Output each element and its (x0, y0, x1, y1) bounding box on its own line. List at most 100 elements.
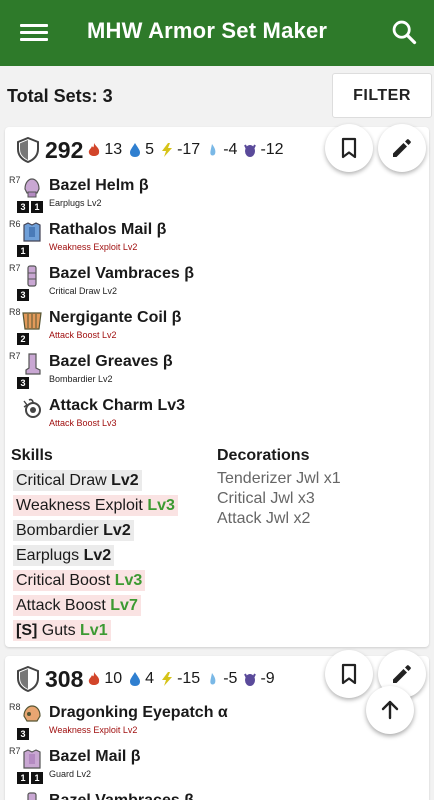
thunder-resistance: -15 (159, 670, 200, 688)
decoration-slots: 3 (17, 377, 31, 389)
slot-badge: 1 (31, 772, 43, 784)
piece-name: Rathalos Mail β (49, 221, 167, 238)
piece-name: Bazel Vambraces β (49, 265, 194, 282)
armor-piece-row[interactable]: Attack Charm Lv3 Attack Boost Lv3 (5, 395, 425, 439)
piece-name: Nergigante Coil β (49, 309, 182, 326)
skill-entry: Critical Draw Lv2 (13, 470, 142, 491)
slot-badge: 3 (17, 728, 29, 740)
armor-piece-row[interactable]: Bazel Vambraces β (5, 790, 425, 800)
decoration-slots: 3 (17, 289, 31, 301)
water-resistance-value: 5 (145, 141, 155, 158)
decoration-entry: Tenderizer Jwl x1 (217, 470, 341, 487)
filter-button[interactable]: FILTER (332, 73, 432, 118)
armor-set-card: 308 10 4 -15 -5 -9 R8 3 Dragonking Eyepa… (5, 650, 429, 800)
chest-icon (23, 749, 41, 769)
rarity-label: R7 (9, 175, 21, 185)
piece-name: Dragonking Eyepatch α (49, 704, 228, 721)
skill-level: Lv3 (147, 497, 175, 514)
skill-level: Lv1 (80, 622, 108, 639)
bookmark-icon (341, 137, 357, 159)
piece-skill: Attack Boost Lv3 (49, 418, 117, 428)
fire-resistance-value: 13 (104, 141, 123, 158)
water-resistance: 4 (127, 670, 154, 688)
search-icon[interactable] (390, 18, 418, 46)
dragon-resistance-value: -12 (260, 141, 284, 158)
decoration-entry: Critical Jwl x3 (217, 490, 315, 507)
bookmark-button[interactable] (325, 650, 373, 698)
piece-skill: Critical Draw Lv2 (49, 286, 118, 296)
skill-level: Lv2 (111, 472, 139, 489)
skill-entry: [S] Guts Lv1 (13, 620, 111, 641)
skills-heading: Skills (11, 447, 53, 464)
slot-badge: 2 (17, 333, 29, 345)
pencil-icon (393, 139, 411, 157)
water-resistance: 5 (127, 141, 154, 159)
decoration-entry: Attack Jwl x2 (217, 510, 311, 527)
skill-level: Lv7 (110, 597, 138, 614)
piece-name: Bazel Greaves β (49, 353, 173, 370)
arms-icon (27, 792, 37, 800)
thunder-resistance-value: -17 (177, 141, 201, 158)
slot-badge: 3 (17, 289, 29, 301)
arrow-up-icon (381, 700, 399, 720)
thunder-resistance-value: -15 (177, 670, 201, 687)
defense-value: 292 (45, 136, 84, 163)
ice-resistance: -5 (205, 670, 237, 688)
rarity-label: R7 (9, 263, 21, 273)
skill-name: Earplugs (16, 547, 80, 564)
fire-resistance: 10 (86, 670, 122, 688)
fire-resistance-value: 10 (104, 670, 123, 687)
piece-name: Bazel Helm β (49, 177, 149, 194)
slot-badge: 1 (17, 245, 29, 257)
piece-skill: Guard Lv2 (49, 769, 92, 779)
charm-icon (23, 398, 41, 418)
piece-name: Attack Charm Lv3 (49, 397, 186, 414)
armor-piece-row[interactable]: R8 3 Dragonking Eyepatch α Weakness Expl… (5, 702, 425, 746)
fire-icon (89, 672, 100, 685)
thunder-icon (162, 672, 173, 686)
edit-button[interactable] (378, 124, 426, 172)
decoration-slots: 3 (17, 728, 31, 740)
legs-icon (25, 353, 41, 375)
defense-value: 308 (45, 665, 84, 692)
ice-icon (210, 673, 216, 685)
skill-entry: Critical Boost Lv3 (13, 570, 146, 591)
piece-name: Bazel Vambraces β (49, 792, 194, 800)
skill-level: Lv2 (83, 547, 112, 564)
app-title: MHW Armor Set Maker (87, 18, 328, 43)
ice-resistance-value: -5 (223, 670, 238, 687)
fire-resistance: 13 (86, 141, 122, 159)
slot-badge: 3 (17, 201, 29, 213)
water-icon (130, 672, 141, 686)
bookmark-button[interactable] (325, 124, 373, 172)
ice-resistance-value: -4 (223, 141, 238, 158)
defense-shield-icon (17, 666, 39, 692)
menu-icon[interactable] (18, 20, 50, 46)
piece-skill: Weakness Exploit Lv2 (49, 725, 138, 735)
scroll-to-top-button[interactable] (366, 686, 414, 734)
piece-skill: Earplugs Lv2 (49, 198, 102, 208)
dragon-icon (244, 144, 257, 157)
armor-piece-row[interactable]: R8 2 Nergigante Coil β Attack Boost Lv2 (5, 307, 425, 351)
slot-badge: 1 (17, 772, 29, 784)
rarity-label: R8 (9, 307, 21, 317)
stats-row: 292 13 5 -17 -4 -12 (17, 137, 289, 163)
piece-skill: Attack Boost Lv2 (49, 330, 117, 340)
armor-piece-row[interactable]: R7 3 Bazel Greaves β Bombardier Lv2 (5, 351, 425, 395)
set-bonus-prefix: [S] (16, 622, 38, 639)
decorations-heading: Decorations (217, 447, 310, 464)
dragon-resistance: -12 (242, 141, 284, 159)
armor-piece-row[interactable]: R7 3 Bazel Vambraces β Critical Draw Lv2 (5, 263, 425, 307)
dragon-resistance: -9 (242, 670, 275, 688)
armor-piece-row[interactable]: R6 1 Rathalos Mail β Weakness Exploit Lv… (5, 219, 425, 263)
helm-icon (24, 178, 40, 198)
arms-icon (27, 265, 37, 287)
ice-icon (210, 144, 216, 156)
piece-name: Bazel Mail β (49, 748, 141, 765)
defense-shield-icon (17, 137, 39, 163)
piece-skill: Weakness Exploit Lv2 (49, 242, 138, 252)
